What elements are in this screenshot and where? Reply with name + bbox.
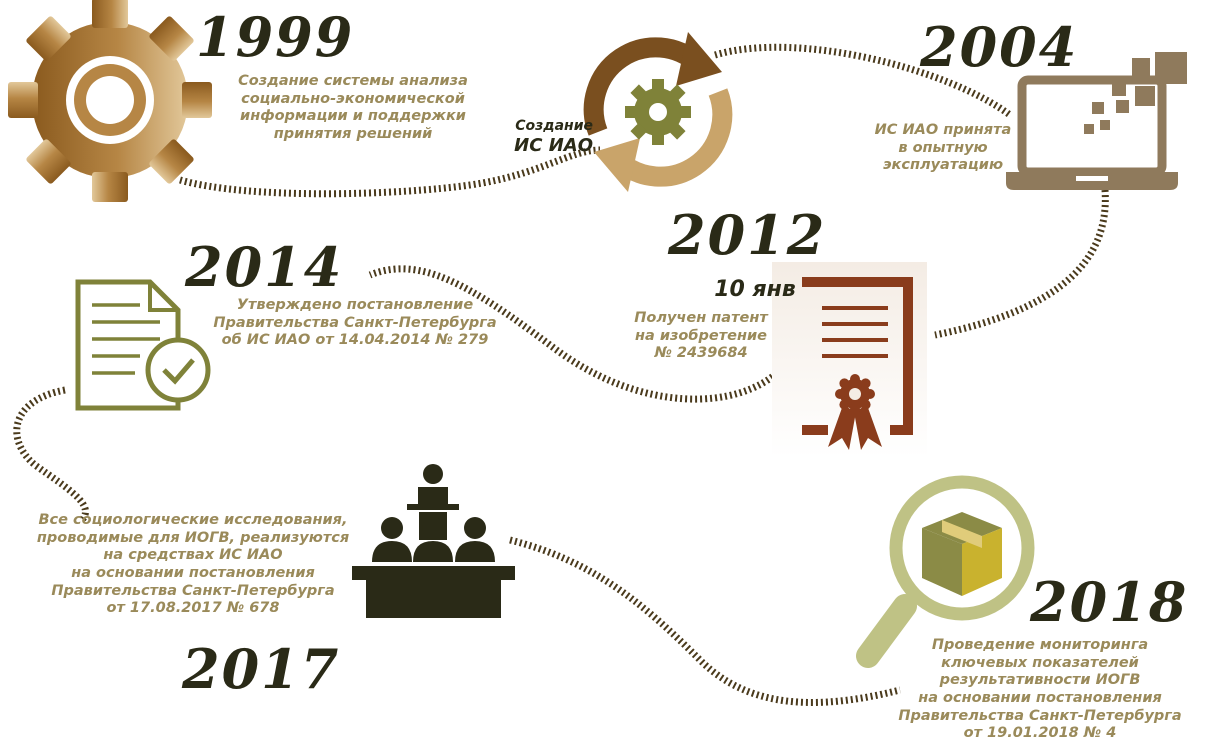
presentation-audience-icon — [352, 464, 515, 618]
desc-2004-line: ИС ИАО принята — [874, 122, 1012, 138]
desc-2018: Проведение мониторинга ключевых показате… — [870, 637, 1210, 743]
desc-2012-line: № 2439684 — [654, 345, 748, 362]
year-1999: 1999 — [196, 5, 355, 69]
year-2014: 2014 — [185, 235, 344, 299]
year-2004: 2004 — [920, 15, 1079, 79]
date-2012: 10 янв — [714, 277, 796, 302]
desc-1999-line: Создание системы анализа — [238, 73, 468, 89]
desc-2018-line: Проведение мониторинга — [931, 637, 1149, 653]
desc-2018-line: результативности ИОГВ — [939, 672, 1141, 689]
desc-2017-line: на средствах ИС ИАО — [103, 547, 283, 564]
desc-2014-line: Правительства Санкт-Петербурга — [213, 314, 497, 331]
desc-2018-line: Правительства Санкт-Петербурга — [898, 707, 1182, 724]
desc-1999-line: социально-экономической — [241, 90, 465, 107]
desc-2014-line: Утверждено постановление — [236, 297, 474, 313]
document-check-icon — [75, 279, 211, 411]
desc-2018-line: ключевых показателей — [941, 654, 1139, 671]
desc-2017-line: от 17.08.2017 № 678 — [106, 600, 280, 617]
certificate-icon — [772, 262, 927, 457]
year-2017: 2017 — [182, 637, 341, 701]
desc-2012-line: Получен патент — [634, 310, 768, 326]
cycle-gear-icon — [583, 32, 733, 192]
timeline-path — [13, 43, 1109, 706]
desc-2014: Утверждено постановление Правительства С… — [190, 297, 520, 350]
desc-2018-line: на основании постановления — [918, 690, 1162, 707]
desc-2017-line: Все социологические исследования, — [38, 512, 348, 528]
year-2018: 2018 — [1030, 570, 1189, 634]
desc-2012-line: на изобретение — [635, 327, 767, 344]
desc-2017: Все социологические исследования, провод… — [18, 512, 368, 618]
creation-label-line: ИС ИАО — [514, 135, 593, 157]
desc-2004-line: в опытную — [898, 139, 988, 156]
desc-1999-line: информации и поддержки — [240, 108, 466, 125]
desc-2004-line: эксплуатацию — [882, 157, 1004, 174]
desc-2017-line: проводимые для ИОГВ, реализуются — [36, 529, 350, 546]
magnifier-box-icon — [856, 475, 1035, 668]
desc-2012: Получен патент на изобретение № 2439684 — [626, 310, 776, 363]
desc-2004: ИС ИАО принята в опытную эксплуатацию — [858, 122, 1028, 175]
creation-label: Создание ИС ИАО — [493, 118, 593, 157]
year-2012: 2012 — [668, 203, 827, 267]
desc-2017-line: Правительства Санкт-Петербурга — [51, 582, 335, 599]
desc-2018-line: от 19.01.2018 № 4 — [963, 725, 1117, 742]
desc-2014-line: об ИС ИАО от 14.04.2014 № 279 — [221, 332, 489, 349]
laptop-icon — [1006, 52, 1187, 190]
creation-label-line: Создание — [515, 118, 593, 134]
desc-2017-line: на основании постановления — [71, 565, 315, 582]
desc-1999-line: принятия решений — [273, 126, 433, 143]
gear-icon — [8, 0, 212, 202]
desc-1999: Создание системы анализа социально-эконо… — [222, 73, 484, 144]
